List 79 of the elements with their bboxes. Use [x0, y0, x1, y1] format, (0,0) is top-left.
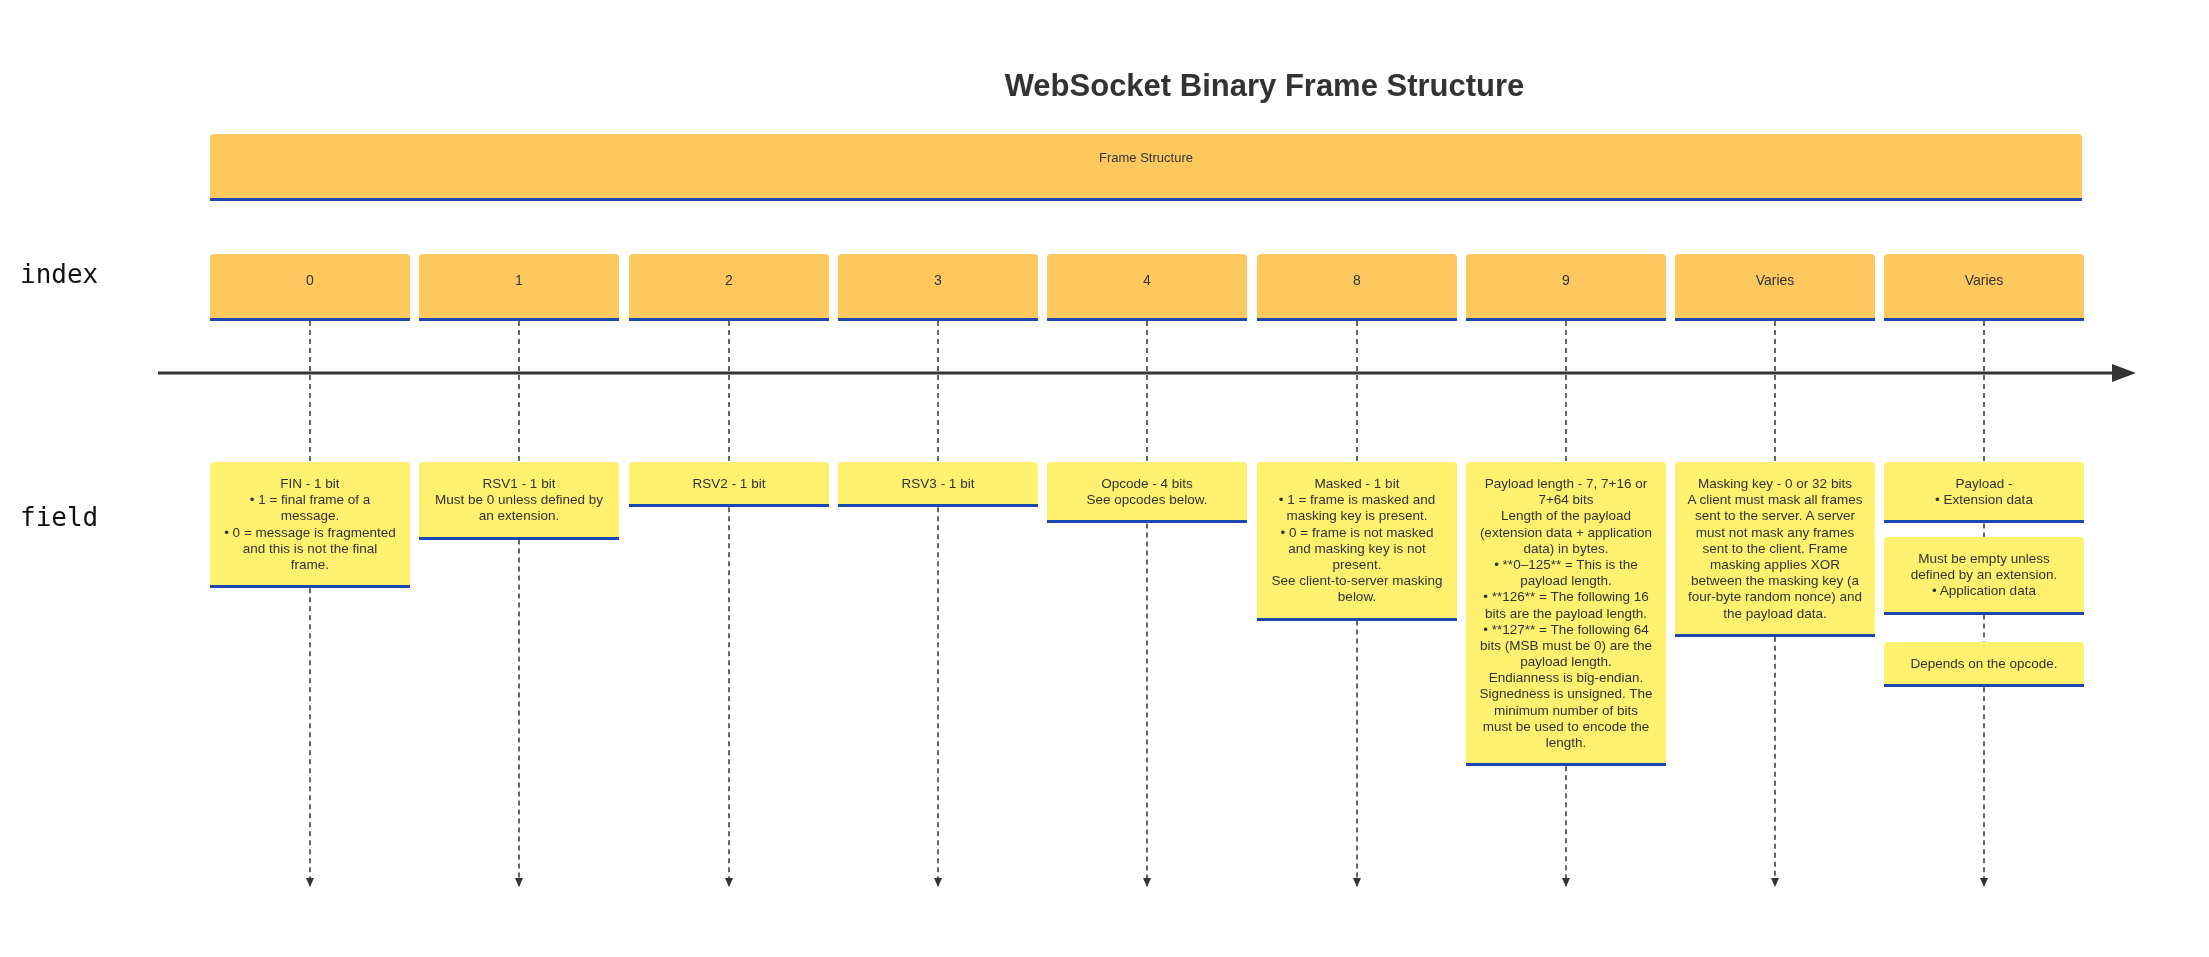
dashed-arrow: [1143, 522, 1151, 887]
field-note: [1047, 462, 1247, 524]
dashed-arrow: [934, 506, 942, 887]
field-note: [1466, 462, 1666, 767]
note-text: 2: [724, 272, 734, 288]
note-text: See opcodes below.: [1085, 492, 1209, 509]
note-text: 0: [305, 272, 315, 288]
dashed-connector: [1774, 320, 1776, 463]
note-text: • **127** = The following 64 bits (MSB must be 0) are the payload length.: [1479, 621, 1653, 671]
note-text: Varies: [1963, 272, 2005, 288]
dashed-connector: [1146, 320, 1148, 463]
note-text: 9: [1561, 272, 1571, 288]
field-note: [419, 462, 619, 540]
note-text: Must be empty unless defined by an extension.: [1909, 551, 2059, 584]
index-box: [1466, 254, 1666, 321]
dashed-connector: [1983, 522, 1985, 538]
dashed-connector: [1565, 320, 1567, 463]
note-text: RSV2 - 1 bit: [691, 476, 767, 493]
note-text: • **126** = The following 16 bits are the payload length.: [1482, 589, 1650, 622]
note-text: • **0–125** = This is the payload length.: [1493, 556, 1639, 590]
note-text: Depends on the opcode.: [1909, 656, 2059, 673]
note-text: RSV1 - 1 bit: [481, 476, 557, 493]
dashed-arrow: [306, 587, 314, 887]
dashed-connector: [1983, 320, 1985, 463]
note-text: RSV3 - 1 bit: [900, 476, 976, 493]
note-text: • Extension data: [1934, 492, 2034, 509]
note-text: Opcode - 4 bits: [1100, 476, 1194, 493]
note-text: Masked - 1 bit: [1313, 476, 1401, 493]
note-text: • 0 = message is fragmented and this is not the final frame.: [223, 524, 397, 574]
dashed-connector: [728, 320, 730, 463]
field-note: [629, 462, 829, 508]
note-text: Must be 0 unless defined by an extension.: [433, 492, 605, 525]
dashed-arrow: [1562, 765, 1570, 887]
field-note: [1884, 462, 2084, 524]
dashed-arrow: [1771, 635, 1779, 887]
note-text: FIN - 1 bit: [279, 476, 341, 493]
index-box: [1047, 254, 1247, 321]
dashed-connector: [1356, 320, 1358, 463]
note-text: Varies: [1754, 272, 1796, 288]
note-text: See client-to-server masking below.: [1270, 573, 1444, 606]
note-text: Payload length - 7, 7+16 or 7+64 bits: [1483, 476, 1649, 509]
dashed-connector: [518, 320, 520, 463]
note-text: Length of the payload (extension data + application data) in bytes.: [1478, 508, 1654, 557]
note-text: 4: [1142, 272, 1152, 288]
note-text: 1: [514, 272, 524, 288]
dashed-arrow: [1980, 686, 1988, 887]
field-note: [1884, 537, 2084, 615]
dashed-connector: [937, 320, 939, 463]
note-text: A client must mask all frames sent to the server. A server must not mask any frames sent to the client. Frame masking applies XOR between the masking key (a four-byte random nonce) and the payload data.: [1687, 492, 1863, 622]
index-box: [210, 254, 410, 321]
index-box: [419, 254, 619, 321]
field-note: [1884, 642, 2084, 688]
row-label: field: [20, 502, 99, 532]
dashed-arrow: [515, 538, 523, 887]
note-text: Endianness is big-endian. Signedness is unsigned. The minimum number of bits must be used to encode the length.: [1478, 670, 1654, 752]
dashed-arrow: [1353, 619, 1361, 887]
note-text: • Application data: [1931, 583, 2037, 600]
note-text: 8: [1352, 272, 1362, 288]
row-label: index: [20, 259, 99, 289]
field-note: [1675, 462, 1875, 637]
note-text: Masking key - 0 or 32 bits: [1697, 476, 1853, 493]
index-box: [1257, 254, 1457, 321]
note-text: • 0 = frame is not masked and masking key is not present.: [1279, 524, 1435, 574]
dashed-connector: [309, 320, 311, 463]
dashed-arrow: [725, 506, 733, 887]
note-text: • 1 = final frame of a message.: [248, 492, 372, 525]
note-text: • 1 = frame is masked and masking key is present.: [1277, 492, 1437, 525]
field-note: [1257, 462, 1457, 621]
field-note: [838, 462, 1038, 508]
index-box: [1675, 254, 1875, 321]
note-text: Payload -: [1954, 476, 2014, 493]
field-note: [210, 462, 410, 589]
index-box: [629, 254, 829, 321]
note-text: 3: [933, 272, 943, 288]
frame-structure-bar: [210, 134, 2082, 201]
note-text: Frame Structure: [1098, 150, 1194, 165]
diagram-title: WebSocket Binary Frame Structure: [1003, 68, 1526, 104]
index-box: [838, 254, 1038, 321]
index-box: [1884, 254, 2084, 321]
